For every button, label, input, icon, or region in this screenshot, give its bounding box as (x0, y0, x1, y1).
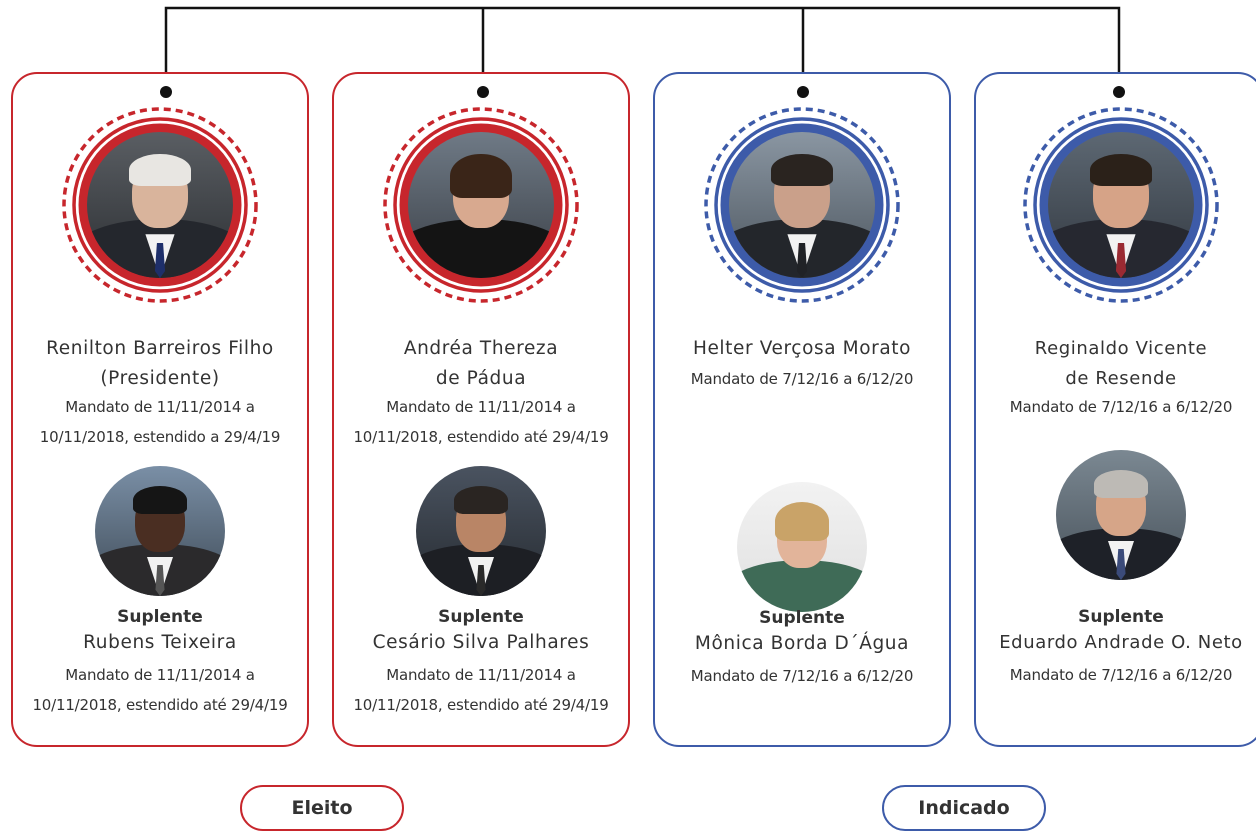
member-portrait (381, 105, 581, 305)
member-name: Reginaldo Vicente (1034, 338, 1208, 359)
substitute-name: Cesário Silva Palhares (372, 632, 590, 653)
substitute-photo (416, 466, 546, 596)
substitute-mandate: Mandato de 11/11/2014 a (386, 666, 576, 684)
member-mandate: Mandato de 7/12/16 a 6/12/20 (1009, 398, 1233, 416)
member-mandate: 10/11/2018, estendido a 29/4/19 (39, 428, 281, 446)
member-card-andrea: Andréa Thereza de Pádua Mandato de 11/11… (332, 72, 630, 747)
member-name: Andréa Thereza (403, 338, 559, 359)
substitute-mandate: Mandato de 7/12/16 a 6/12/20 (1009, 666, 1233, 684)
legend-appointed: Indicado (882, 785, 1046, 831)
substitute-name: Eduardo Andrade O. Neto (999, 632, 1243, 653)
member-photo (729, 132, 875, 278)
substitute-heading: Suplente (117, 607, 203, 627)
connector-dot (477, 86, 489, 98)
member-card-reginaldo: Reginaldo Vicente de Resende Mandato de … (974, 72, 1256, 747)
member-mandate: Mandato de 7/12/16 a 6/12/20 (690, 370, 914, 388)
member-photo (408, 132, 554, 278)
member-portrait (1021, 105, 1221, 305)
substitute-mandate: 10/11/2018, estendido até 29/4/19 (353, 696, 609, 714)
member-portrait (60, 105, 260, 305)
member-mandate: 10/11/2018, estendido até 29/4/19 (353, 428, 609, 446)
substitute-heading: Suplente (438, 607, 524, 627)
member-portrait (702, 105, 902, 305)
substitute-heading: Suplente (759, 608, 845, 628)
member-card-helter: Helter Verçosa Morato Mandato de 7/12/16… (653, 72, 951, 747)
substitute-name: Mônica Borda D´Água (694, 633, 910, 654)
portrait-ring (1023, 107, 1219, 303)
legend-elected: Eleito (240, 785, 404, 831)
connector-bar (164, 6, 1121, 92)
connector-dots (160, 86, 1125, 98)
substitute-photo (737, 482, 867, 612)
member-photo (1048, 132, 1194, 278)
substitute-mandate: Mandato de 11/11/2014 a (65, 666, 255, 684)
member-card-renilton: Renilton Barreiros Filho (Presidente) Ma… (11, 72, 309, 747)
substitute-mandate: Mandato de 7/12/16 a 6/12/20 (690, 667, 914, 685)
connector-dot (797, 86, 809, 98)
member-role: (Presidente) (100, 368, 220, 389)
member-mandate: Mandato de 11/11/2014 a (386, 398, 576, 416)
member-name: Renilton Barreiros Filho (46, 338, 274, 359)
connector-dot (160, 86, 172, 98)
substitute-mandate: 10/11/2018, estendido até 29/4/19 (32, 696, 288, 714)
member-photo (87, 132, 233, 278)
substitute-photo (1056, 450, 1186, 580)
substitute-photo (95, 466, 225, 596)
member-mandate: Mandato de 11/11/2014 a (65, 398, 255, 416)
member-name-cont: de Pádua (435, 368, 527, 389)
portrait-ring (62, 107, 258, 303)
substitute-name: Rubens Teixeira (83, 632, 237, 653)
member-name-cont: de Resende (1065, 368, 1177, 389)
portrait-ring (383, 107, 579, 303)
portrait-ring (704, 107, 900, 303)
member-name: Helter Verçosa Morato (692, 338, 912, 359)
connector-dot (1113, 86, 1125, 98)
substitute-heading: Suplente (1078, 607, 1164, 627)
